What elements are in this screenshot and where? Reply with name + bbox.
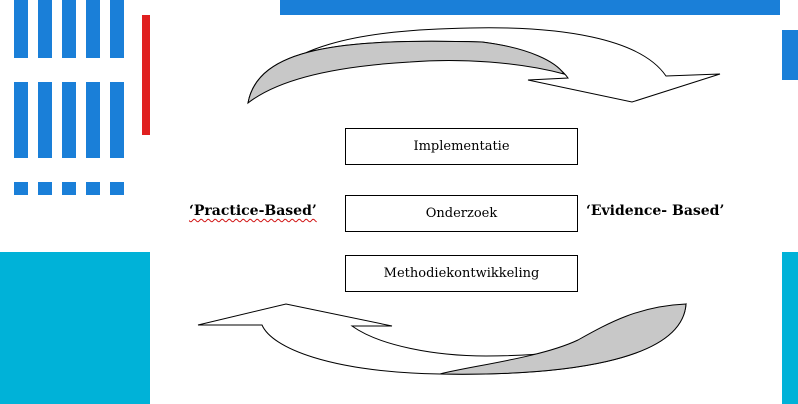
bottom-arrow-shade [439,303,687,375]
logo-stripe [110,0,124,195]
logo-stripe [38,0,52,195]
logo-red-mark [142,15,150,135]
logo-stripe [14,0,28,195]
box-methodiekontwikkeling-label: Methodiekontwikkeling [383,266,540,281]
label-evidence-based: ‘Evidence- Based’ [586,203,725,219]
logo-gap [0,158,150,182]
box-implementatie: Implementatie [345,128,578,165]
logo-gap [0,58,150,82]
box-implementatie-label: Implementatie [413,139,510,154]
box-onderzoek: Onderzoek [345,195,578,232]
box-onderzoek-label: Onderzoek [425,206,498,221]
top-arrow-shade [247,40,566,105]
logo-stripe [62,0,76,195]
label-practice-based: ‘Practice-Based’ [189,203,317,219]
logo-edge [782,30,798,80]
box-methodiekontwikkeling: Methodiekontwikkeling [345,255,578,292]
logo-stripe [86,0,100,195]
logo-text-strip [280,0,780,15]
